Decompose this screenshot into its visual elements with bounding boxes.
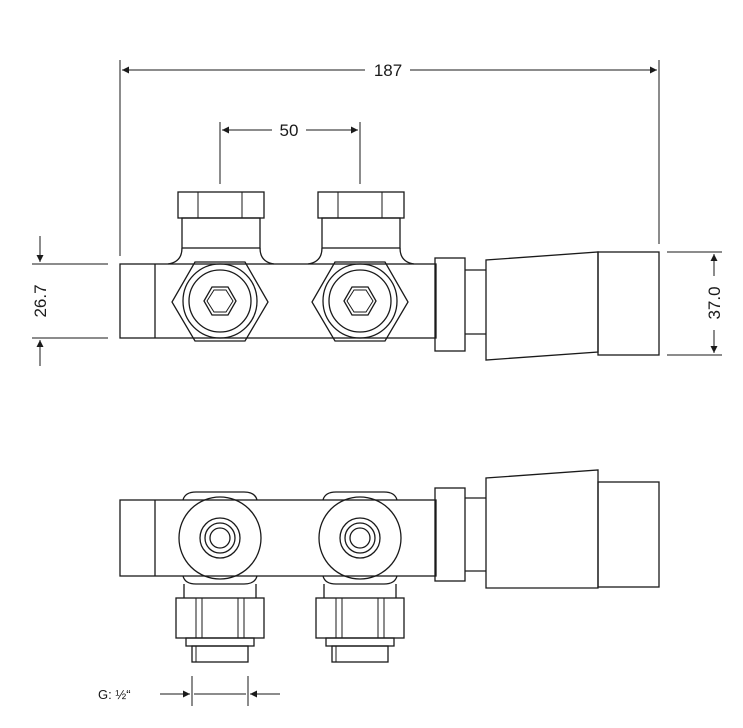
dimension-cap-diameter: 37.0	[667, 251, 724, 356]
top-outlet-left	[167, 191, 275, 342]
thread-spigot-right	[331, 645, 389, 663]
bottom-collar	[434, 487, 466, 582]
union-nut-left	[175, 597, 265, 639]
union-nut-face	[318, 496, 402, 580]
thread-note-label: G: ½“	[98, 687, 131, 702]
bottom-view	[119, 469, 660, 663]
top-view	[119, 191, 660, 361]
union-nut-right	[315, 597, 405, 639]
bottom-outlet-right	[315, 491, 405, 663]
bottom-cap-end	[597, 481, 660, 588]
bottom-cap-taper	[485, 469, 599, 589]
dim-cap-diameter-label: 37.0	[705, 286, 724, 319]
dim-overall-length-label: 187	[374, 61, 402, 80]
bottom-outlet-left	[175, 491, 265, 663]
top-body	[119, 263, 437, 339]
top-outlet-right	[307, 191, 415, 342]
dim-body-height-label: 26.7	[31, 284, 50, 317]
hex-socket-icon	[343, 286, 377, 316]
thread-note-prefix: G:	[98, 687, 112, 702]
dim-outlet-spacing-label: 50	[280, 121, 299, 140]
dimension-overall-length: 187	[119, 60, 660, 256]
dimension-body-height: 26.7	[31, 236, 108, 366]
top-cap-taper	[485, 251, 599, 361]
top-cap-end	[597, 251, 660, 356]
thread-note-value: ½“	[115, 687, 130, 702]
dimension-thread-size: G: ½“	[98, 676, 280, 706]
bottom-body	[119, 499, 437, 577]
dimension-outlet-spacing: 50	[219, 121, 361, 184]
hex-socket-icon	[203, 286, 237, 316]
thread-spigot-left	[191, 645, 249, 663]
top-collar	[434, 257, 466, 352]
union-nut-face	[178, 496, 262, 580]
